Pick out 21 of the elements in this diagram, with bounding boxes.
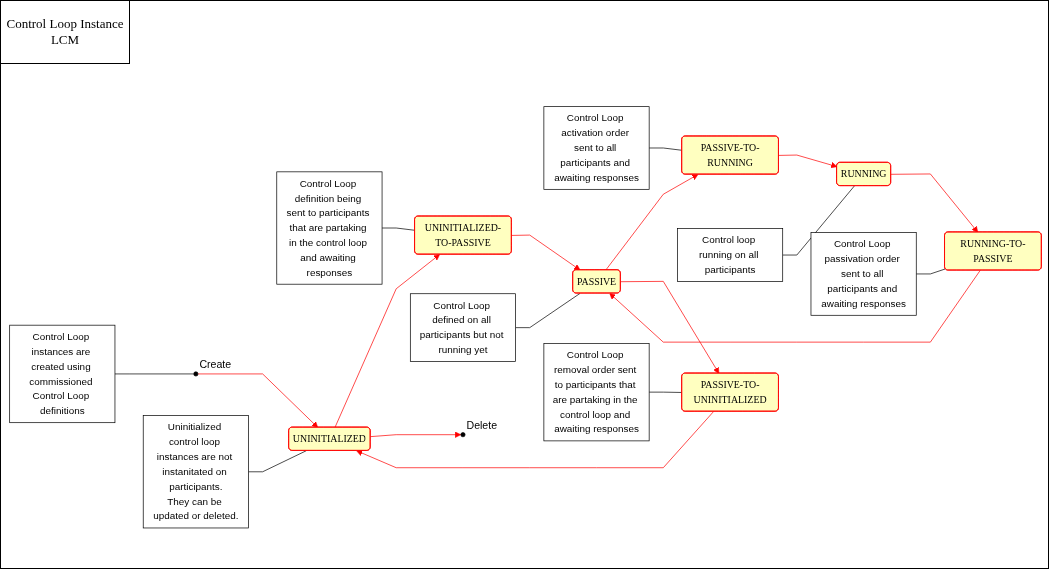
connector: [915, 268, 946, 274]
connector: [381, 227, 416, 231]
connector: [648, 391, 683, 393]
state-label: Create: [199, 357, 232, 370]
node-box: Control Loop instances are created using commissioned Control Loop definitions: [9, 324, 116, 423]
node-circle: [193, 371, 199, 377]
node-box: Control Loop activation order sent to all participants and awaiting responses: [543, 106, 650, 190]
connector: [782, 185, 855, 256]
node-box: Control Loop passivation order sent to all participants and awaiting responses: [810, 231, 917, 316]
connector: [515, 292, 581, 328]
connector: [114, 373, 195, 374]
node-box: Control Loop definition being sent to participants that are partaking in the control loop and awaiting responses: [276, 171, 383, 285]
node-circle: [460, 431, 466, 437]
frame-title: Control Loop Instance LCM: [0, 0, 130, 64]
node-box: Control Loop removal order sent to participants that are partaking in the control loop and awaiting responses: [543, 342, 650, 441]
connector: [648, 147, 683, 151]
node-box: Control loop running on all participants: [677, 227, 784, 282]
node-box: Control Loop defined on all participants but not running yet: [409, 293, 516, 362]
connector: [248, 450, 307, 472]
node-box: Uninitialized control loop instances are not instanitated on participants. They can be updated or deleted.: [142, 414, 249, 528]
state-label: Delete: [466, 418, 498, 431]
